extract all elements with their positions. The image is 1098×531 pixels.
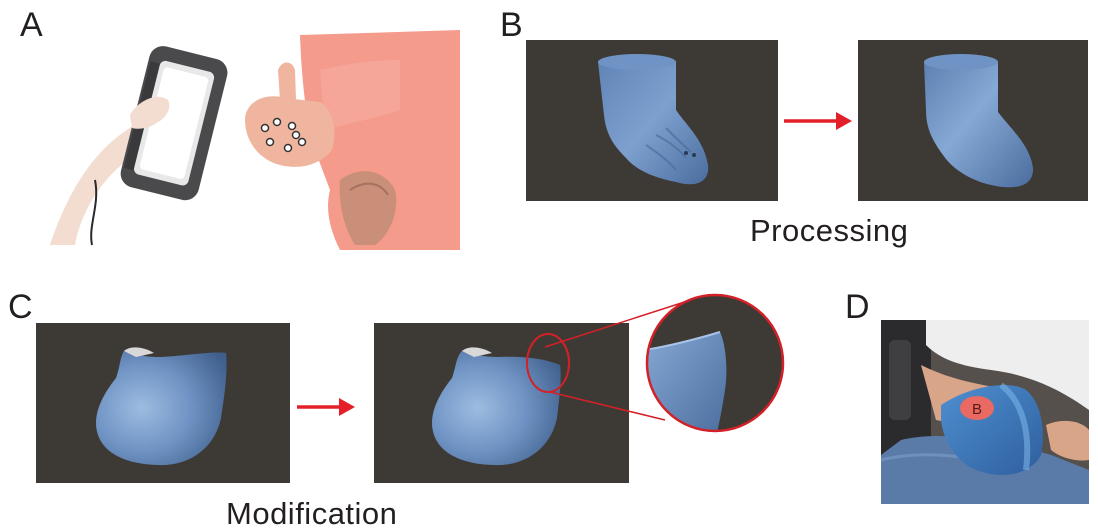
panel-letter-d: D xyxy=(845,290,870,324)
zoom-callout xyxy=(540,290,790,480)
right-arrow-icon xyxy=(297,398,355,416)
processing-arrow xyxy=(782,109,854,133)
panel-letter-b: B xyxy=(500,8,523,42)
panel-b-processed-render xyxy=(858,40,1088,201)
panel-letter-c: C xyxy=(8,290,33,324)
right-arrow-icon xyxy=(784,112,852,130)
caption-modification: Modification xyxy=(226,498,397,529)
socket-label-patch: B xyxy=(960,396,994,420)
panel-d-fitted-socket-photo: B xyxy=(881,320,1089,504)
modification-arrow xyxy=(295,395,357,419)
panel-a-scanning-photo xyxy=(40,30,460,250)
panel-b-raw-scan-render xyxy=(526,40,778,201)
panel-c-original-socket-render xyxy=(36,323,290,483)
socket-label-text: B xyxy=(972,401,982,418)
caption-processing: Processing xyxy=(750,215,908,246)
